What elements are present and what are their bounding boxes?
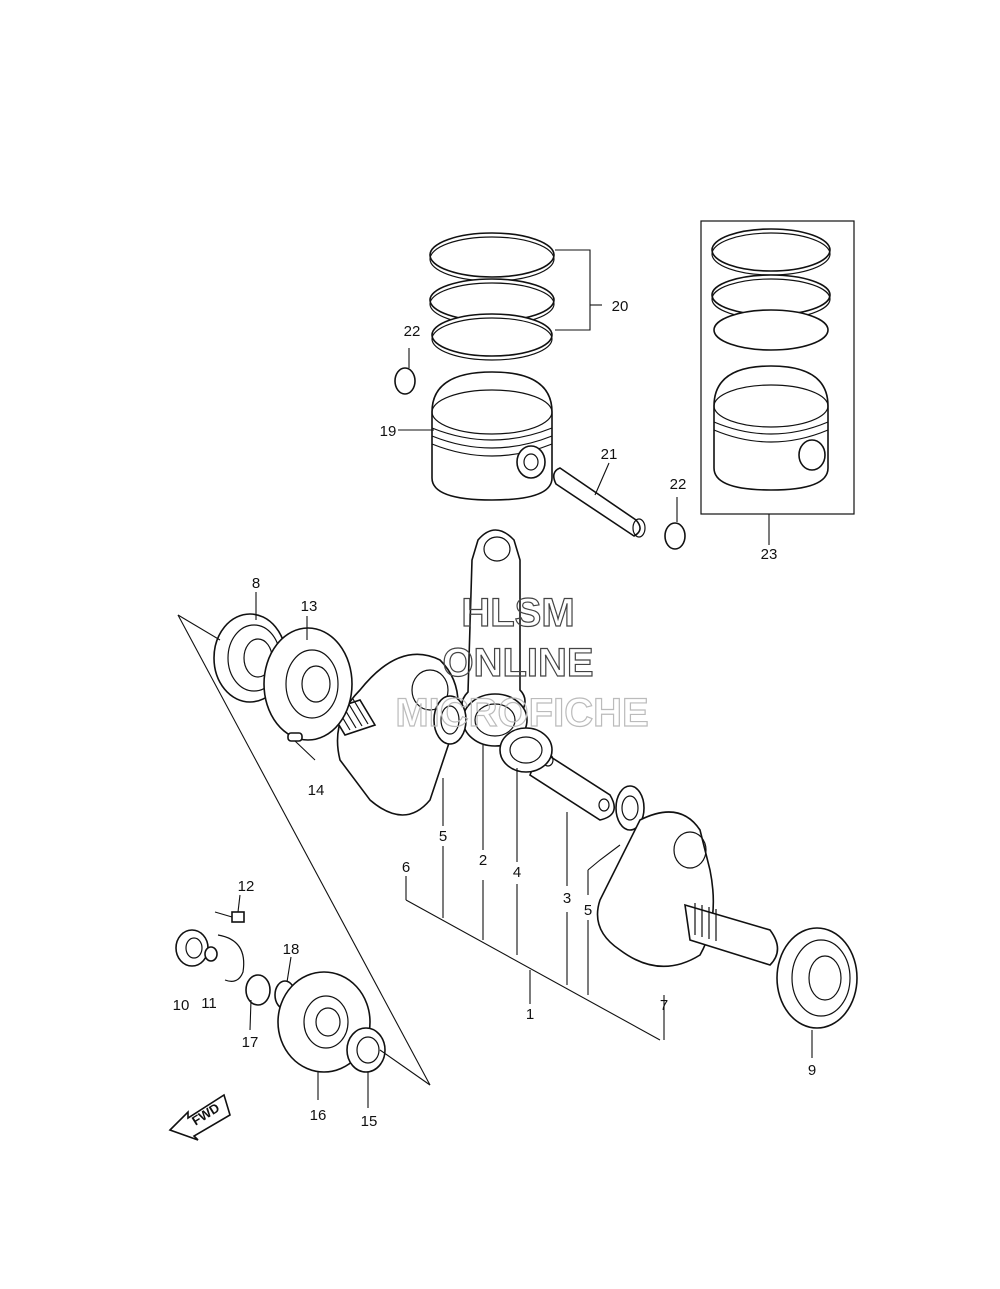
callout-23: 23 — [761, 546, 778, 563]
oil-seal-part-10 — [175, 929, 209, 967]
callout-19: 19 — [380, 423, 397, 440]
woodruff-key-part-14 — [287, 732, 303, 742]
callout-5-right: 5 — [584, 902, 592, 919]
crankshaft-right-web-part-7 — [596, 811, 779, 968]
callout-2: 2 — [479, 852, 487, 869]
watermark-line-3: MICROFICHE — [395, 691, 648, 735]
thrust-washer-part-5-left — [433, 695, 467, 745]
needle-bearing-part-4 — [499, 727, 553, 773]
crank-pin-part-3 — [529, 748, 616, 821]
watermark-line-2: ONLINE — [442, 641, 593, 685]
piston-pin-clip-part-22-left — [394, 367, 416, 395]
callout-12: 12 — [238, 878, 255, 895]
callout-20: 20 — [612, 298, 629, 315]
callout-7: 7 — [660, 997, 668, 1014]
callout-22-left: 22 — [404, 323, 421, 340]
callout-18: 18 — [283, 941, 300, 958]
assembly-outline — [177, 614, 431, 1086]
callout-17: 17 — [242, 1034, 259, 1051]
needle-bearing-part-15 — [346, 1027, 386, 1073]
callout-14: 14 — [308, 782, 325, 799]
callout-8: 8 — [252, 575, 260, 592]
callout-16: 16 — [310, 1107, 327, 1124]
callout-4: 4 — [513, 864, 521, 881]
callout-3: 3 — [563, 890, 571, 907]
callout-5-left: 5 — [439, 828, 447, 845]
forward-direction-arrow: FWD — [168, 1093, 231, 1141]
gear-part-13 — [263, 627, 353, 741]
leader-lines — [237, 249, 813, 1108]
watermark: HLSM ONLINE MICROFICHE — [395, 590, 650, 735]
callout-labels: 1 2 3 4 5 5 6 7 8 9 10 11 12 13 14 15 16… — [173, 298, 817, 1130]
callout-22-right: 22 — [670, 476, 687, 493]
bolt-part-12 — [214, 911, 245, 923]
piston-pin-part-21 — [552, 467, 646, 538]
piston-part-19 — [431, 371, 553, 501]
callout-1: 1 — [526, 1006, 534, 1023]
collar-part-17 — [245, 974, 271, 1006]
callout-10: 10 — [173, 997, 190, 1014]
callout-21: 21 — [601, 446, 618, 463]
piston-set-box-part-23 — [700, 220, 855, 515]
piston-rings-part-20 — [429, 232, 555, 361]
callout-6: 6 — [402, 859, 410, 876]
thrust-washer-part-5-right — [615, 785, 645, 831]
callout-11: 11 — [201, 995, 217, 1012]
piston-pin-clip-part-22-right — [664, 522, 686, 550]
callout-13: 13 — [301, 598, 318, 615]
retainer-plate — [217, 934, 245, 982]
spacer-part-11 — [204, 946, 218, 962]
callout-15: 15 — [361, 1113, 378, 1130]
callout-9: 9 — [808, 1062, 816, 1079]
crank-spline-right — [694, 903, 717, 941]
watermark-line-1: HLSM — [461, 591, 574, 635]
crank-bearing-part-9 — [776, 927, 858, 1029]
